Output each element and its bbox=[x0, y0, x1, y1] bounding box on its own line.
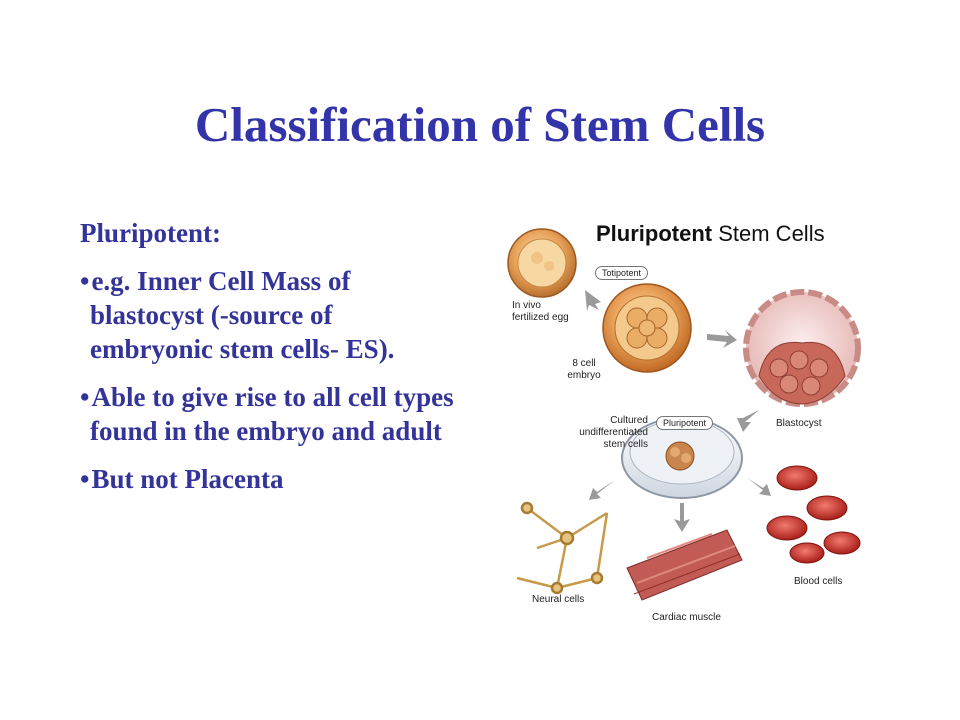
label-line: In vivo bbox=[512, 300, 541, 311]
label-line: undifferentiated bbox=[579, 427, 648, 438]
label-line: fertilized egg bbox=[512, 312, 569, 323]
bullet-text: e.g. Inner Cell Mass of blastocyst (-sou… bbox=[90, 266, 395, 364]
label-eight-cell: 8 cell embryo bbox=[556, 358, 612, 382]
subheading: Pluripotent: bbox=[80, 218, 221, 248]
fertilized-egg bbox=[507, 228, 577, 298]
process-arrows bbox=[585, 290, 771, 532]
figure-title-rest: Stem Cells bbox=[712, 221, 825, 246]
label-line: 8 cell bbox=[572, 358, 596, 369]
label-line: embryo bbox=[567, 370, 601, 381]
totipotent-tag: Totipotent bbox=[595, 266, 649, 280]
label-line: stem cells bbox=[603, 439, 648, 450]
slide-title: Classification of Stem Cells bbox=[194, 97, 766, 152]
bullet-2: •Able to give rise to all cell types fou… bbox=[80, 380, 455, 448]
blastocyst bbox=[743, 289, 861, 407]
stem-cell-diagram bbox=[507, 228, 861, 601]
pluripotent-tag: Pluripotent bbox=[656, 416, 714, 430]
label-neural: Neural cells bbox=[532, 594, 585, 605]
label-blood: Blood cells bbox=[794, 576, 843, 587]
bullet-dot: • bbox=[80, 464, 90, 494]
bullet-text: But not Placenta bbox=[91, 464, 284, 494]
cardiac-muscle bbox=[626, 529, 743, 601]
eight-cell-embryo bbox=[602, 283, 692, 373]
bullet-text: Able to give rise to all cell types foun… bbox=[90, 382, 454, 446]
text-column: Pluripotent: •e.g. Inner Cell Mass of bl… bbox=[80, 216, 455, 510]
bullet-dot: • bbox=[80, 382, 90, 412]
figure-title: Pluripotent Stem Cells bbox=[596, 221, 825, 247]
neural-cells bbox=[516, 501, 609, 595]
bullet-3: •But not Placenta bbox=[80, 462, 455, 496]
bullet-dot: • bbox=[80, 266, 90, 296]
petri-dish bbox=[621, 417, 743, 499]
blood-cells bbox=[766, 465, 861, 564]
label-cultured: Cultured undifferentiated stem cells bbox=[552, 415, 648, 451]
figure-title-bold: Pluripotent bbox=[596, 221, 713, 246]
label-in-vivo: In vivo fertilized egg bbox=[512, 300, 569, 324]
bullet-1: •e.g. Inner Cell Mass of blastocyst (-so… bbox=[80, 264, 455, 366]
label-line: Cultured bbox=[610, 415, 648, 426]
label-blastocyst: Blastocyst bbox=[776, 418, 822, 429]
label-cardiac: Cardiac muscle bbox=[652, 612, 721, 623]
